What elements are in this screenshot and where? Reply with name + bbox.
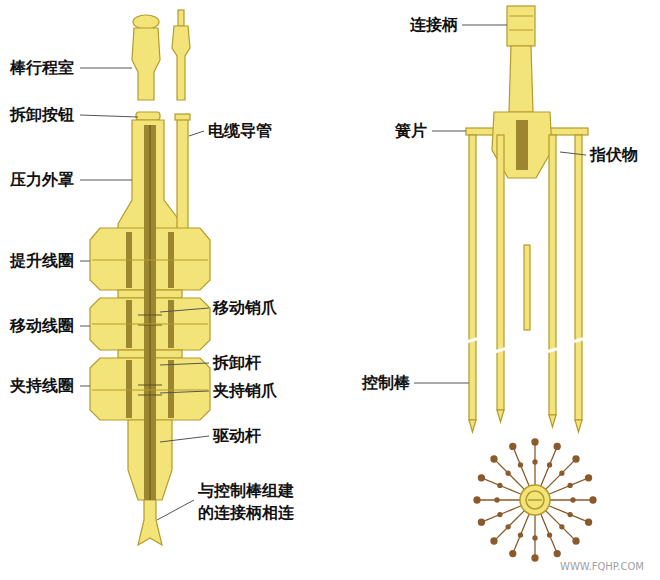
vane-mark xyxy=(560,525,564,529)
part-label: 驱动杆 xyxy=(213,425,261,447)
vane-mark xyxy=(571,498,575,502)
spoke xyxy=(495,511,524,540)
part-label: 夹持线圈 xyxy=(10,375,74,397)
spoke xyxy=(495,460,524,489)
spoke xyxy=(546,460,575,489)
vane-mark xyxy=(568,483,572,487)
vane-mark xyxy=(548,463,552,467)
vane-mark xyxy=(506,525,510,529)
part-label: 拆卸杆 xyxy=(213,352,261,374)
part-label: 电缆导管 xyxy=(208,120,272,142)
rod-dot xyxy=(532,555,538,561)
part-label: 与控制棒组建 的连接柄相连 xyxy=(198,480,299,523)
part-label: 指伏物 xyxy=(590,144,638,166)
part-label: 棒行程室 xyxy=(10,57,74,79)
rod-dot xyxy=(586,519,592,525)
rod-dot xyxy=(478,519,484,525)
spoke xyxy=(514,448,530,486)
part-label: 夹持销爪 xyxy=(213,380,277,402)
rod-dot xyxy=(474,497,480,503)
part-label: 拆卸按钮 xyxy=(10,104,74,126)
watermark: WWW.FQHP.COM xyxy=(560,560,644,574)
part-label: 压力外罩 xyxy=(10,169,74,191)
rod-dot xyxy=(586,475,592,481)
spoke xyxy=(541,514,557,552)
part-label: 控制棒 xyxy=(362,372,410,394)
vane-mark xyxy=(495,498,499,502)
vane-mark xyxy=(533,536,537,540)
vane-mark xyxy=(533,460,537,464)
rod-dot xyxy=(510,551,516,557)
vane-mark xyxy=(518,463,522,467)
spoke xyxy=(546,511,575,540)
rod-dot xyxy=(491,456,497,462)
rod-dot xyxy=(532,439,538,445)
spoke xyxy=(549,479,587,495)
vane-mark xyxy=(498,513,502,517)
vane-mark xyxy=(518,533,522,537)
part-label: 移动销爪 xyxy=(213,297,277,319)
part-label: 移动线圈 xyxy=(10,315,74,337)
vane-mark xyxy=(548,533,552,537)
vane-mark xyxy=(498,483,502,487)
vane-mark xyxy=(506,471,510,475)
rod-dot xyxy=(573,456,579,462)
vane-mark xyxy=(568,513,572,517)
rod-dot xyxy=(590,497,596,503)
rod-dot xyxy=(478,475,484,481)
rod-dot xyxy=(554,443,560,449)
vane-mark xyxy=(560,471,564,475)
part-label: 提升线圈 xyxy=(10,250,74,272)
rod-dot xyxy=(491,538,497,544)
spoke xyxy=(483,506,521,522)
part-label: 连接柄 xyxy=(410,14,458,36)
rod-dot xyxy=(573,538,579,544)
rod-dot xyxy=(510,443,516,449)
part-label: 簧片 xyxy=(395,120,427,142)
rod-dot xyxy=(554,551,560,557)
